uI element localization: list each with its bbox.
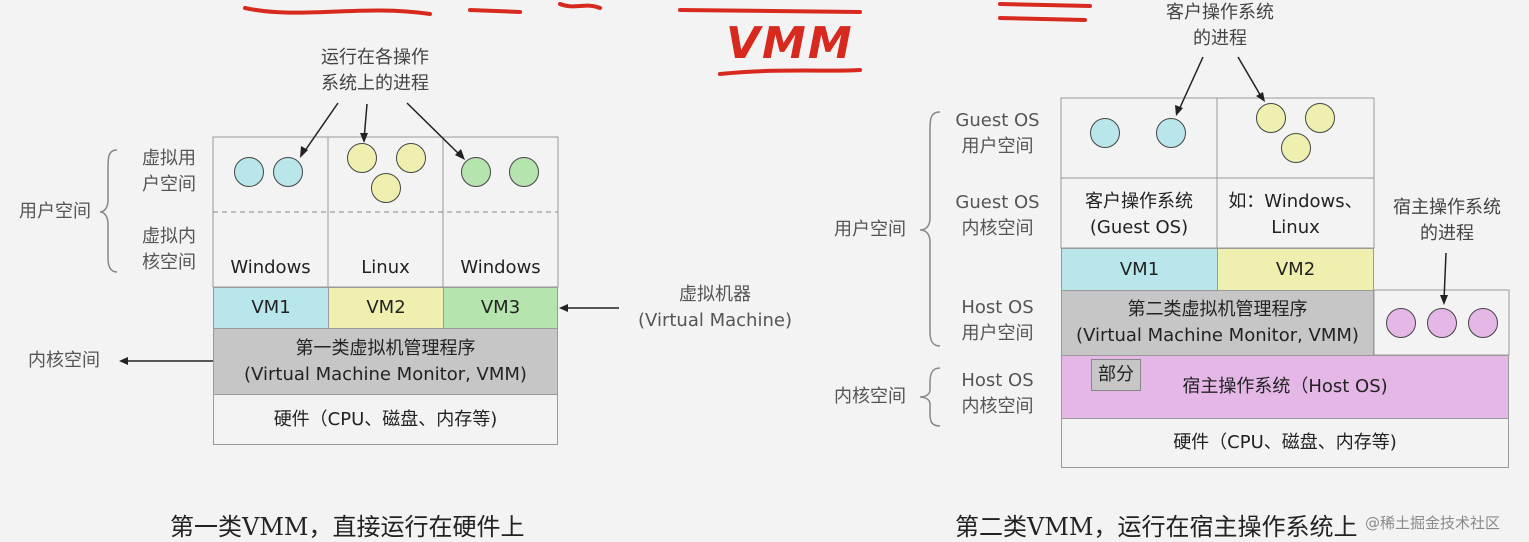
type2-host-user-space-label: Host OS 用户空间 (961, 297, 1034, 344)
process-circle (1386, 308, 1416, 338)
type2-host-process-callout: 宿主操作系统 的进程 (1393, 197, 1501, 244)
type2-kernel-space-label: 内核空间 (834, 386, 906, 407)
scribble-stroke (468, 8, 522, 14)
process-circle (1156, 118, 1186, 148)
type1-virtual-kernel-space-label: 虚拟内 核空间 (142, 226, 196, 273)
process-circle (1281, 133, 1311, 163)
process-circle (273, 157, 303, 187)
type1-guest-os-windows: Windows (460, 257, 541, 278)
type1-virtual-user-space-label: 虚拟用 户空间 (142, 148, 196, 195)
scribble-stroke (678, 8, 862, 14)
process-circle (234, 157, 264, 187)
title-underline (718, 68, 862, 76)
page-title: VMM (726, 18, 854, 69)
type1-caption: 第一类VMM，直接运行在硬件上 (170, 513, 525, 541)
scribble-stroke (998, 16, 1087, 22)
type1-user-space-label: 用户空间 (19, 201, 91, 222)
type2-vm1-box: VM1 (1061, 248, 1218, 291)
type2-vmm-box: 第二类虚拟机管理程序 (Virtual Machine Monitor, VMM… (1061, 290, 1374, 356)
scribble-stroke (243, 6, 432, 16)
type2-guest-kernel-space-label: Guest OS 内核空间 (955, 192, 1040, 239)
type1-vm2-box: VM2 (328, 287, 444, 329)
type2-vm2-box: VM2 (1217, 248, 1374, 291)
type1-vm3-box: VM3 (443, 287, 558, 329)
process-circle (509, 157, 539, 187)
type2-guest-os-example: 如：Windows、 Linux (1228, 191, 1363, 238)
type1-kernel-space-label: 内核空间 (28, 350, 100, 371)
process-circle (396, 143, 426, 173)
type2-user-space-label: 用户空间 (834, 219, 906, 240)
type1-vm1-box: VM1 (213, 287, 329, 329)
scribble-stroke (558, 2, 602, 10)
type1-hardware-box: 硬件（CPU、磁盘、内存等) (213, 394, 558, 445)
type1-process-callout: 运行在各操作 系统上的进程 (321, 47, 429, 94)
type2-guest-process-callout: 客户操作系统 的进程 (1166, 2, 1274, 49)
process-circle (1090, 118, 1120, 148)
process-circle (461, 157, 491, 187)
process-circle (1256, 103, 1286, 133)
watermark: @稀土掘金技术社区 (1365, 514, 1501, 532)
process-circle (371, 173, 401, 203)
type1-vmm-box: 第一类虚拟机管理程序 (Virtual Machine Monitor, VMM… (213, 328, 558, 395)
type1-guest-os-linux: Linux (361, 257, 410, 278)
type2-guest-user-space-label: Guest OS 用户空间 (955, 110, 1040, 157)
type1-guest-os-windows: Windows (230, 257, 311, 278)
type2-hardware-box: 硬件（CPU、磁盘、内存等) (1061, 418, 1509, 468)
type2-guest-os-box: 客户操作系统 (Guest OS) (1085, 191, 1193, 238)
type2-caption: 第二类VMM，运行在宿主操作系统上 (955, 513, 1358, 541)
process-circle (1305, 103, 1335, 133)
process-circle (1427, 308, 1457, 338)
scribble-stroke (998, 2, 1092, 8)
process-circle (347, 143, 377, 173)
process-circle (1468, 308, 1498, 338)
type2-host-kernel-space-label: Host OS 内核空间 (961, 370, 1034, 417)
type1-virtual-machine-label: 虚拟机器 (Virtual Machine) (638, 284, 792, 331)
type2-partial-box: 部分 (1091, 359, 1141, 391)
